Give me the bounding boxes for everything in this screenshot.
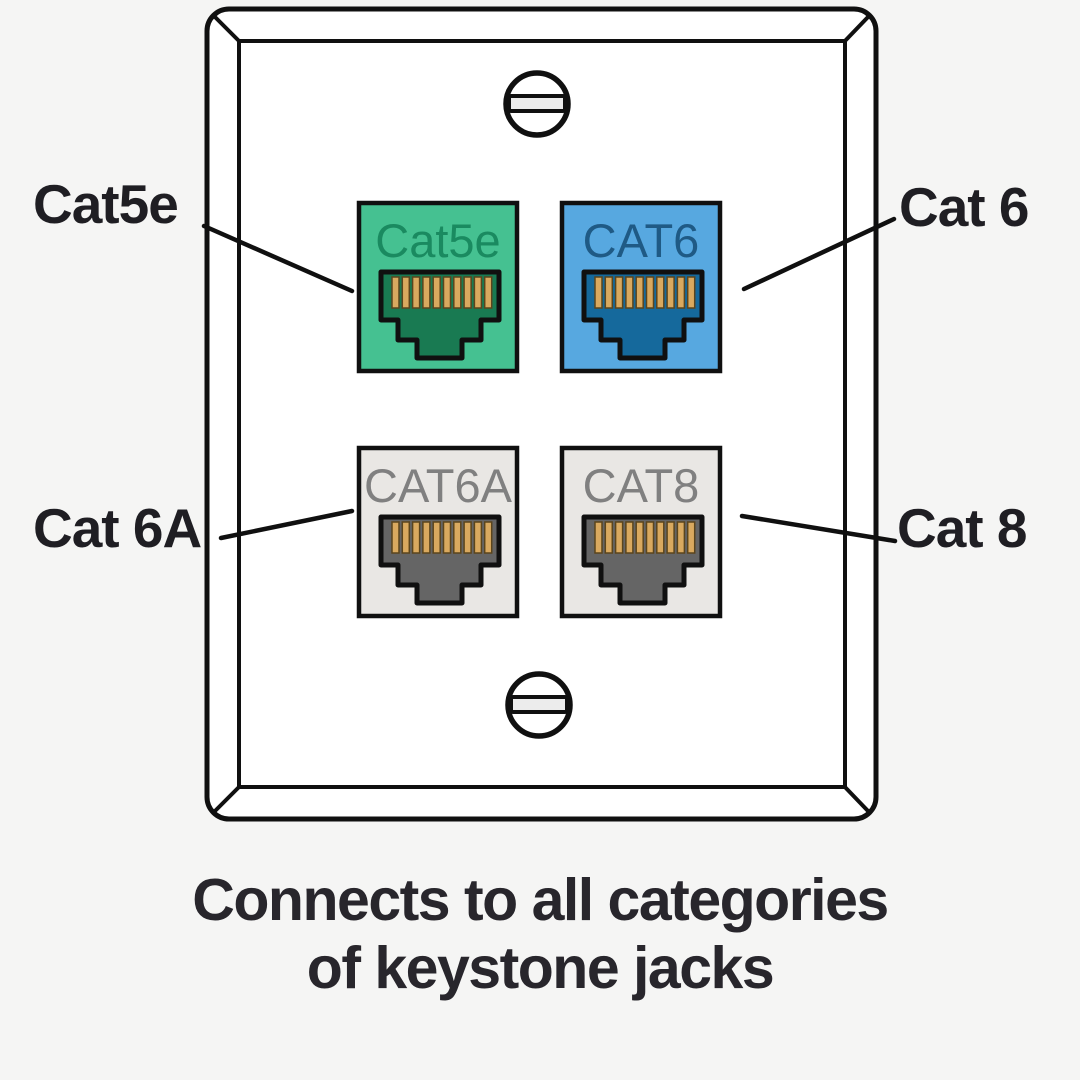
plate-inner-edge xyxy=(237,39,847,789)
callout-label-cat8: Cat 8 xyxy=(897,497,1027,559)
bevel-top-left xyxy=(213,15,243,45)
leader-line-cat5e xyxy=(201,223,355,294)
callout-label-cat5e: Cat5e xyxy=(33,173,179,235)
callout-label-cat6a: Cat 6A xyxy=(33,497,202,559)
screw-bottom-icon xyxy=(505,671,573,739)
caption-line-1: Connects to all categories xyxy=(192,867,889,933)
leader-line-cat6 xyxy=(741,216,897,292)
rj45-pins-icon xyxy=(594,521,696,554)
screw-slot xyxy=(507,94,567,113)
screw-top-icon xyxy=(503,70,571,138)
rj45-pins-icon xyxy=(391,276,493,309)
rj45-pins-icon xyxy=(391,521,493,554)
leader-line-cat6a xyxy=(218,508,355,541)
jack-cat6: CAT6 xyxy=(559,200,723,374)
jack-port-label: CAT6 xyxy=(583,214,700,267)
bevel-bottom-right xyxy=(841,783,870,813)
bevel-bottom-left xyxy=(213,783,243,813)
leader-line-cat8 xyxy=(739,513,898,544)
jack-cat6a: CAT6A xyxy=(356,445,520,619)
jack-port-label: CAT6A xyxy=(364,459,513,512)
bevel-top-right xyxy=(841,15,870,45)
caption-line-2: of keystone jacks xyxy=(306,935,775,1002)
callout-label-cat6: Cat 6 xyxy=(899,176,1029,238)
jack-port-label: CAT8 xyxy=(583,459,700,512)
screw-slot xyxy=(509,695,569,714)
jack-cat8: CAT8 xyxy=(559,445,723,619)
caption: Connects to all categories of keystone j… xyxy=(0,866,1080,1003)
rj45-pins-icon xyxy=(594,276,696,309)
jack-port-label: Cat5e xyxy=(375,214,500,267)
jack-cat5e: Cat5e xyxy=(356,200,520,374)
